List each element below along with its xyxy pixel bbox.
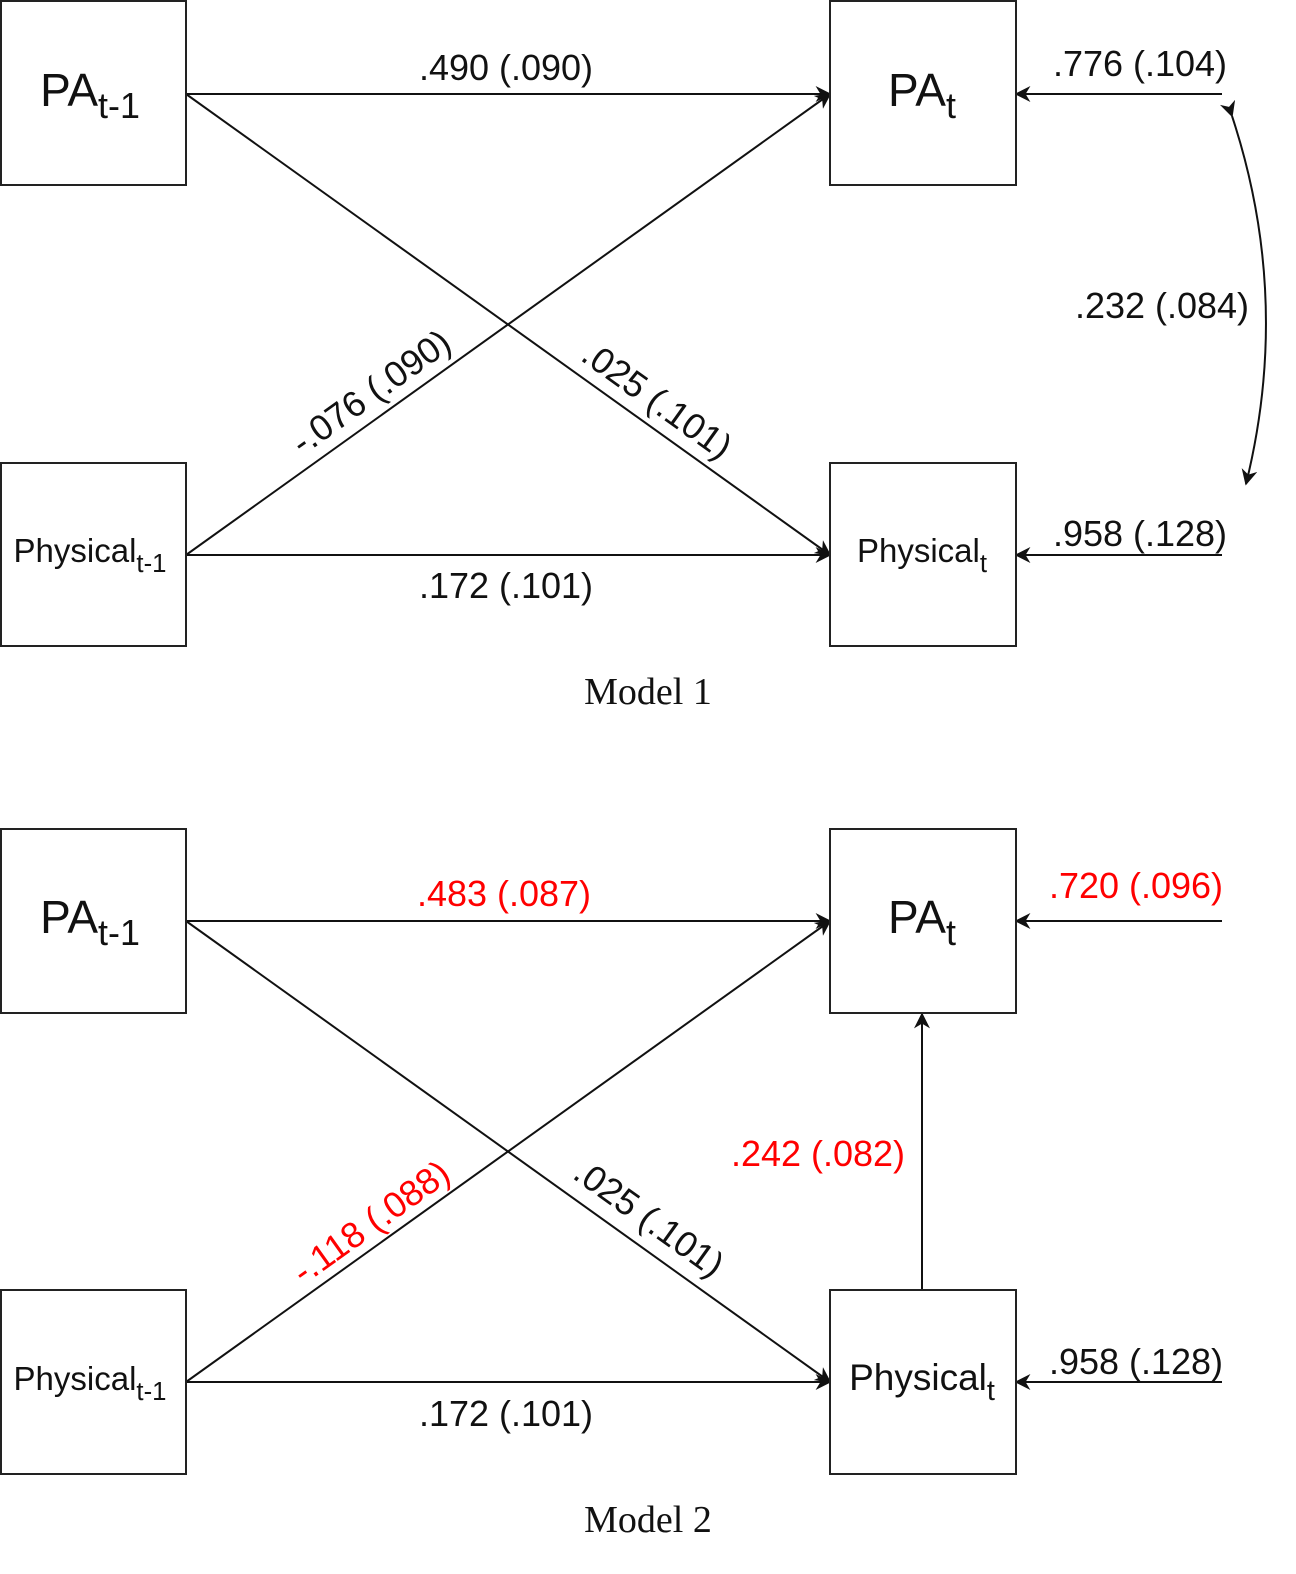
m2-box-phys-t: [829, 1289, 1017, 1475]
m1-node-pa-prev: PAt-1: [40, 64, 140, 126]
m2-label-pa-to-phys: .025 (.101): [567, 1150, 732, 1285]
m2-label-phys-to-phys: .172 (.101): [419, 1393, 593, 1434]
m2-box-pa-prev: [0, 828, 187, 1014]
m1-label-residual-pa: .776 (.104): [1053, 43, 1227, 84]
m1-box-pa-t: [829, 0, 1017, 186]
m1-node-phys-t: Physicalt: [857, 532, 987, 578]
m1-label-pa-to-phys: .025 (.101): [575, 332, 740, 467]
m1-box-pa-prev: [0, 0, 187, 186]
model-1: PAt-1 PAt Physicalt-1 Physicalt .490 (.0…: [0, 0, 1267, 713]
m1-label-pa-to-pa: .490 (.090): [419, 47, 593, 88]
m2-node-pa-prev: PAt-1: [40, 891, 140, 953]
m2-label-residual-phys: .958 (.128): [1049, 1341, 1223, 1382]
m1-label-phys-to-phys: .172 (.101): [419, 565, 593, 606]
m1-box-phys-prev: [0, 462, 187, 647]
m1-label-residual-phys: .958 (.128): [1053, 513, 1227, 554]
m2-node-pa-t: PAt: [888, 891, 956, 953]
m2-label-pa-to-pa: .483 (.087): [417, 873, 591, 914]
m1-node-phys-prev: Physicalt-1: [14, 532, 167, 578]
model-2: PAt-1 PAt Physicalt-1 Physicalt .483 (.0…: [0, 828, 1223, 1541]
m2-label-phys-t-to-pa-t: .242 (.082): [731, 1133, 905, 1174]
m1-label-covariance: .232 (.084): [1075, 285, 1249, 326]
m2-caption: Model 2: [584, 1499, 712, 1541]
m1-box-phys-t: [829, 462, 1017, 647]
m2-box-pa-t: [829, 828, 1017, 1014]
m2-label-phys-to-pa: -.118 (.088): [284, 1152, 457, 1292]
m2-box-phys-prev: [0, 1289, 187, 1475]
m2-node-phys-prev: Physicalt-1: [14, 1360, 167, 1406]
m2-edge-phys-to-pa: [185, 920, 832, 1383]
m1-caption: Model 1: [584, 671, 712, 713]
m2-node-phys-t: Physicalt: [849, 1357, 995, 1407]
m1-node-pa-t: PAt: [888, 64, 956, 126]
m1-label-phys-to-pa: -.076 (.090): [283, 321, 458, 463]
m2-label-residual-pa: .720 (.096): [1049, 865, 1223, 906]
m1-covariance-arrow: [1219, 99, 1267, 486]
m1-edge-phys-to-pa: [185, 93, 832, 556]
